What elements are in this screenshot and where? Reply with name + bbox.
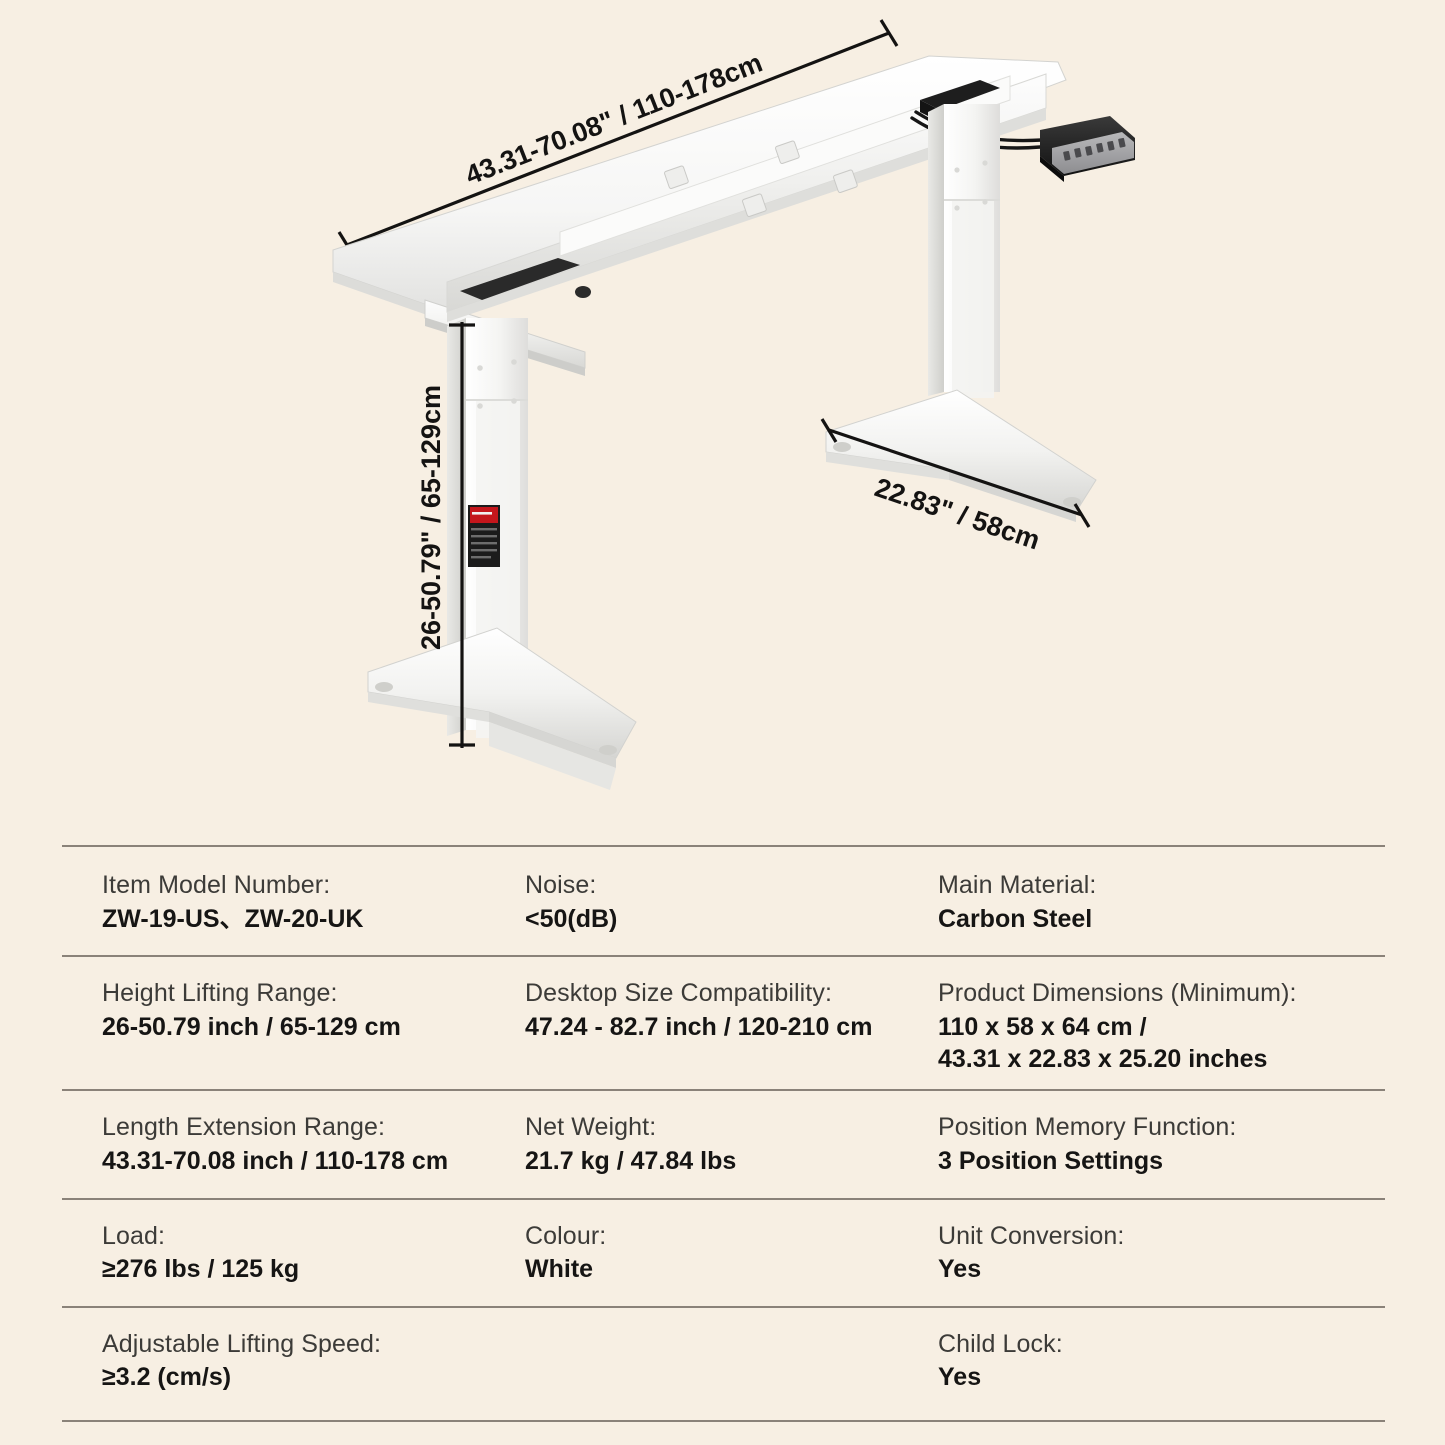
spec-value: Yes: [938, 1255, 982, 1283]
spec-cell: Length Extension Range: 43.31-70.08 inch…: [62, 1091, 517, 1197]
height-dimension-label: 26-50.79" / 65-129cm: [416, 385, 446, 650]
table-row: Item Model Number: ZW-19-US、ZW-20-UK Noi…: [62, 845, 1385, 955]
spec-value: 43.31-70.08 inch / 110-178 cm: [102, 1146, 449, 1175]
desk-frame: [332, 55, 1097, 790]
spec-value: Carbon Steel: [938, 904, 1093, 933]
spec-label: Product Dimensions (Minimum):: [938, 979, 1297, 1008]
table-row: Load: ≥276 lbs / 125 kg Colour: White Un…: [62, 1197, 1385, 1306]
spec-label: Load:: [102, 1221, 166, 1250]
spec-value: 110 x 58 x 64 cm / 43.31 x 22.83 x 25.20…: [938, 1012, 1268, 1073]
spec-cell: Load: ≥276 lbs / 125 kg: [62, 1200, 517, 1306]
height-dimension: [449, 322, 475, 748]
spec-cell: Unit Conversion: Yes: [930, 1200, 1385, 1306]
control-keypad[interactable]: [1040, 116, 1135, 182]
spec-value: ≥3.2 (cm/s): [102, 1363, 232, 1392]
spec-label: Position Memory Function:: [938, 1113, 1237, 1142]
table-row: Adjustable Lifting Speed: ≥3.2 (cm/s) Ch…: [62, 1305, 1385, 1422]
spec-cell: Child Lock: Yes: [930, 1308, 1385, 1420]
spec-value: ≥276 lbs / 125 kg: [102, 1255, 300, 1283]
spec-value: 3 Position Settings: [938, 1146, 1164, 1175]
spec-cell: Product Dimensions (Minimum): 110 x 58 x…: [930, 957, 1385, 1089]
spec-cell: Noise: <50(dB): [517, 847, 930, 955]
spec-label: Unit Conversion:: [938, 1221, 1125, 1250]
spec-value: 21.7 kg / 47.84 lbs: [525, 1146, 737, 1175]
spec-cell: Adjustable Lifting Speed: ≥3.2 (cm/s): [62, 1308, 517, 1420]
spec-label: Item Model Number:: [102, 871, 331, 899]
spec-sticker: [468, 505, 500, 567]
product-diagram: 43.31-70.08" / 110-178cm: [332, 19, 1135, 790]
table-row: Length Extension Range: 43.31-70.08 inch…: [62, 1089, 1385, 1197]
spec-label: Child Lock:: [938, 1329, 1063, 1358]
spec-cell: Position Memory Function: 3 Position Set…: [930, 1091, 1385, 1197]
spec-label: Height Lifting Range:: [102, 979, 338, 1008]
spec-label: Noise:: [525, 871, 597, 899]
spec-value: White: [525, 1255, 594, 1283]
spec-cell: Desktop Size Compatibility: 47.24 - 82.7…: [517, 957, 930, 1089]
table-row: Height Lifting Range: 26-50.79 inch / 65…: [62, 955, 1385, 1089]
spec-label: Net Weight:: [525, 1113, 657, 1142]
specification-table: Item Model Number: ZW-19-US、ZW-20-UK Noi…: [62, 845, 1385, 1422]
spec-label: Colour:: [525, 1221, 607, 1250]
spec-label: Adjustable Lifting Speed:: [102, 1329, 382, 1358]
spec-value: ZW-19-US、ZW-20-UK: [102, 904, 364, 933]
spec-label: Desktop Size Compatibility:: [525, 979, 832, 1008]
spec-cell: Height Lifting Range: 26-50.79 inch / 65…: [62, 957, 517, 1089]
spec-cell: Main Material: Carbon Steel: [930, 847, 1385, 955]
spec-value: 26-50.79 inch / 65-129 cm: [102, 1012, 401, 1041]
spec-label: Length Extension Range:: [102, 1113, 386, 1142]
spec-cell: Net Weight: 21.7 kg / 47.84 lbs: [517, 1091, 930, 1197]
spec-label: Main Material:: [938, 871, 1097, 899]
spec-cell: Item Model Number: ZW-19-US、ZW-20-UK: [62, 847, 517, 955]
spec-cell-empty: [517, 1308, 930, 1420]
spec-value: 47.24 - 82.7 inch / 120-210 cm: [525, 1012, 873, 1041]
depth-dimension: [820, 418, 1091, 528]
spec-value: Yes: [938, 1363, 982, 1392]
spec-value: <50(dB): [525, 904, 618, 933]
spec-cell: Colour: White: [517, 1200, 930, 1306]
